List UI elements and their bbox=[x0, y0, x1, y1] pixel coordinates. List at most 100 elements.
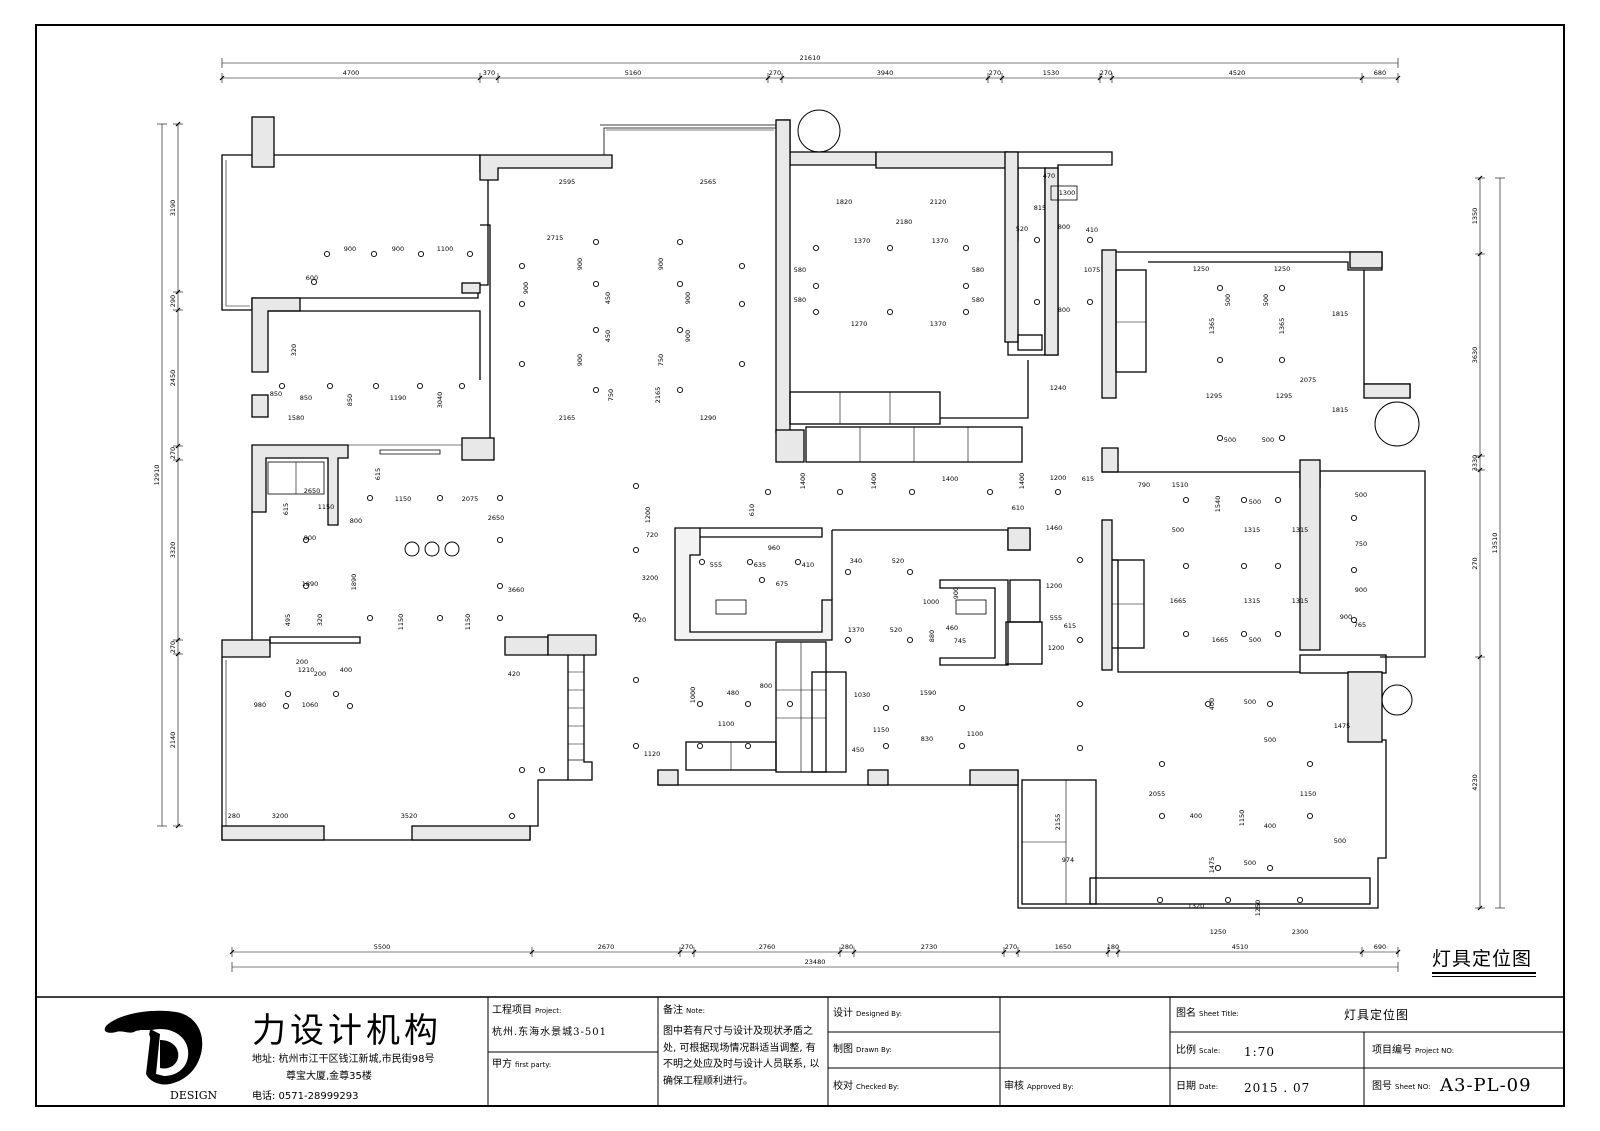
room-dimension-label: 1150 bbox=[318, 503, 335, 511]
downlight-point bbox=[1182, 630, 1190, 638]
sheet-border bbox=[35, 24, 1565, 1107]
room-dimension-label: 1030 bbox=[854, 691, 871, 699]
room-dimension-label: 400 bbox=[1264, 822, 1276, 830]
room-dimension-label: 470 bbox=[1043, 172, 1055, 180]
room-dimension-label: 580 bbox=[972, 296, 984, 304]
room-dimension-label: 610 bbox=[748, 504, 756, 516]
downlight-point bbox=[592, 326, 600, 334]
downlight-point bbox=[632, 612, 640, 620]
downlight-point bbox=[738, 262, 746, 270]
room-dimension-label: 615 bbox=[374, 468, 382, 480]
dim-bottom-label: 5500 bbox=[374, 943, 391, 951]
room-dimension-label: 1890 bbox=[350, 574, 358, 591]
downlight-point bbox=[1224, 896, 1232, 904]
downlight-point bbox=[676, 280, 684, 288]
dim-top-label: 1530 bbox=[1043, 69, 1060, 77]
sheet-title-value: 灯具定位图 bbox=[1344, 1008, 1410, 1022]
room-dimension-label: 580 bbox=[972, 266, 984, 274]
downlight-point bbox=[436, 614, 444, 622]
room-dimension-label: 1890 bbox=[302, 580, 319, 588]
company-logo-text: DESIGN bbox=[170, 1089, 218, 1102]
room-dimension-label: 800 bbox=[350, 517, 362, 525]
room-dimension-label: 340 bbox=[850, 557, 862, 565]
room-dimension-label: 1665 bbox=[1170, 597, 1187, 605]
dim-bottom-total-label: 23480 bbox=[805, 958, 826, 966]
drawing-title-underline-thin bbox=[1432, 976, 1536, 977]
downlight-point bbox=[1350, 566, 1358, 574]
room-dimension-label: 750 bbox=[657, 354, 665, 366]
project-value: 杭州.东海水景城3-501 bbox=[492, 1027, 608, 1038]
dim-left-label: 3320 bbox=[169, 542, 177, 559]
room-dimension-label: 1665 bbox=[1212, 636, 1229, 644]
downlight-point bbox=[1158, 760, 1166, 768]
dim-bottom-label: 1650 bbox=[1055, 943, 1072, 951]
room-dimension-label: 1820 bbox=[836, 198, 853, 206]
room-dimension-label: 200 bbox=[314, 670, 326, 678]
room-dimension-label: 520 bbox=[1016, 225, 1028, 233]
room-dimension-label: 750 bbox=[607, 389, 615, 401]
room-dimension-label: 2650 bbox=[488, 514, 505, 522]
columns bbox=[797, 109, 1420, 716]
downlight-point bbox=[632, 482, 640, 490]
room-dimension-label: 320 bbox=[316, 614, 324, 626]
room-dimension-label: 1370 bbox=[848, 626, 865, 634]
downlight-point bbox=[738, 300, 746, 308]
room-dimension-label: 1240 bbox=[1050, 384, 1067, 392]
downlight-point bbox=[886, 308, 894, 316]
room-dimension-label: 280 bbox=[228, 812, 240, 820]
room-dimension-label: 580 bbox=[794, 266, 806, 274]
downlight-point bbox=[372, 382, 380, 390]
dim-left-label: 290 bbox=[169, 295, 177, 307]
room-dimension-label: 2075 bbox=[1300, 376, 1317, 384]
room-dimension-label: 2715 bbox=[547, 234, 564, 242]
downlight-point bbox=[417, 250, 425, 258]
downlight-point bbox=[1266, 864, 1274, 872]
room-dimension-label: 1075 bbox=[1084, 266, 1101, 274]
downlight-point bbox=[696, 742, 704, 750]
downlight-point bbox=[496, 582, 504, 590]
room-dimension-label: 500 bbox=[1244, 698, 1256, 706]
room-dimension-label: 1150 bbox=[464, 614, 472, 631]
downlight-point bbox=[1076, 744, 1084, 752]
dim-right-label: 3330 bbox=[1471, 455, 1479, 472]
room-dimension-label: 500 bbox=[1224, 294, 1232, 306]
downlight-point bbox=[1086, 236, 1094, 244]
room-dimension-label: 1320 bbox=[1188, 902, 1205, 910]
dim-bottom-label: 2760 bbox=[759, 943, 776, 951]
downlight-point bbox=[538, 766, 546, 774]
room-dimension-label: 1100 bbox=[718, 720, 735, 728]
room-dimension-label: 900 bbox=[522, 282, 530, 294]
dim-left-total-label: 12910 bbox=[153, 465, 161, 486]
room-dimension-label: 830 bbox=[921, 735, 933, 743]
room-dimension-label: 1150 bbox=[1238, 810, 1246, 827]
sheet-no-value: A3-PL-09 bbox=[1440, 1075, 1532, 1096]
downlight-point bbox=[1086, 298, 1094, 306]
dim-bottom-label: 2730 bbox=[921, 943, 938, 951]
room-dimension-label: 610 bbox=[1012, 504, 1024, 512]
date-value: 2015 . 07 bbox=[1244, 1081, 1311, 1095]
downlight-point bbox=[592, 238, 600, 246]
downlight-point bbox=[1274, 496, 1282, 504]
downlight-point bbox=[1076, 636, 1084, 644]
room-dimension-label: 900 bbox=[684, 330, 692, 342]
dim-top-label: 370 bbox=[483, 69, 495, 77]
downlight-point bbox=[1076, 700, 1084, 708]
room-dimension-label: 200 bbox=[296, 658, 308, 666]
downlight-point bbox=[836, 488, 844, 496]
downlight-point bbox=[738, 360, 746, 368]
room-dimension-label: 400 bbox=[1190, 812, 1202, 820]
downlight-point bbox=[986, 488, 994, 496]
downlight-point bbox=[592, 386, 600, 394]
dim-bottom-label: 280 bbox=[841, 943, 853, 951]
room-dimension-label: 1400 bbox=[1018, 473, 1026, 490]
room-dimension-label: 3520 bbox=[401, 812, 418, 820]
room-dimension-label: 1540 bbox=[1214, 496, 1222, 513]
room-dimension-label: 1000 bbox=[923, 598, 940, 606]
